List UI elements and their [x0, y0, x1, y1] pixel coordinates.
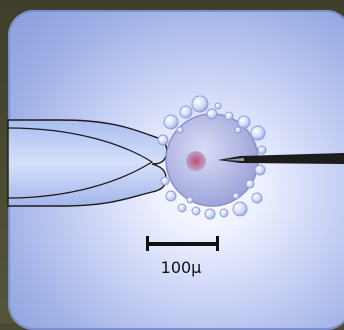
- scale-bar: [146, 236, 219, 251]
- nucleus: [186, 151, 206, 171]
- holding-pipette: [8, 120, 167, 206]
- scale-bar-label: 100μ: [151, 258, 211, 277]
